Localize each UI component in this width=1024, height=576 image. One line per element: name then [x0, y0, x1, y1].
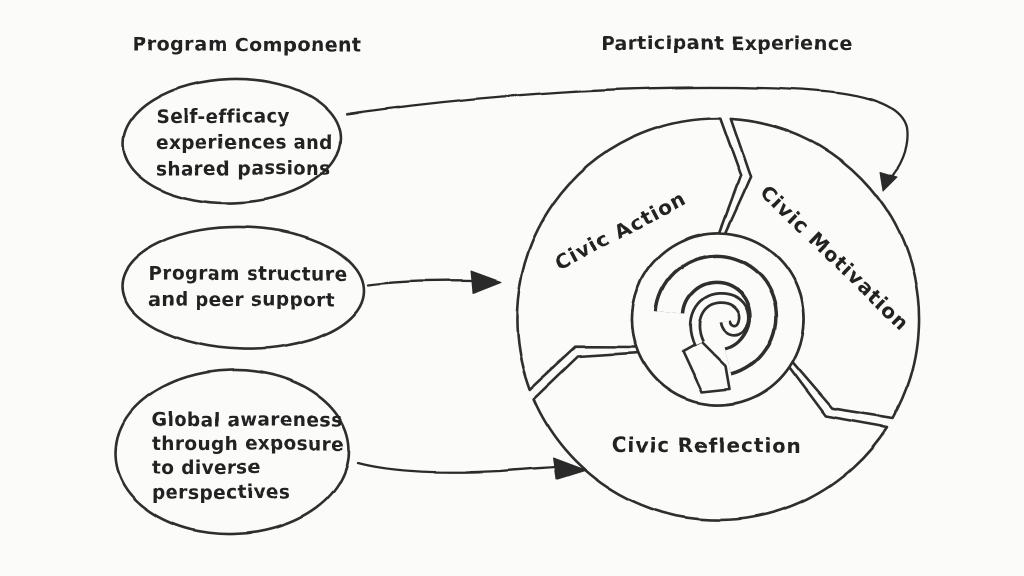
- bubble-self-efficacy-label: Self-efficacy experiences and shared pas…: [156, 107, 333, 180]
- svg-text:experiences and: experiences and: [156, 133, 333, 154]
- svg-text:Program structure: Program structure: [148, 264, 348, 285]
- arrow-self-efficacy-to-motivation: [345, 86, 909, 192]
- svg-text:and peer support: and peer support: [148, 290, 335, 311]
- bubble-global-awareness-label: Global awareness through exposure to div…: [152, 410, 345, 504]
- bubble-self-efficacy: [121, 77, 343, 205]
- svg-text:perspectives: perspectives: [152, 483, 290, 504]
- bubble-program-structure-label: Program structure and peer support: [148, 264, 348, 311]
- segment-label-civic-reflection: Civic Reflection: [612, 433, 803, 457]
- svg-text:Global awareness: Global awareness: [152, 410, 343, 431]
- svg-text:Self-efficacy: Self-efficacy: [156, 107, 290, 128]
- right-column-header: Participant Experience: [601, 33, 853, 55]
- arrow-global-awareness-to-reflection: [356, 457, 586, 480]
- bubble-global-awareness: [113, 368, 351, 536]
- arrow-program-structure-to-cycle: [366, 270, 502, 294]
- left-column-header: Program Component: [133, 34, 361, 56]
- cycle-arrow-icon: [654, 254, 779, 394]
- svg-text:through exposure: through exposure: [152, 434, 345, 455]
- cycle-arrow-head: [681, 339, 732, 394]
- svg-text:to diverse: to diverse: [152, 458, 261, 479]
- bubble-program-structure: [120, 225, 366, 351]
- svg-text:shared passions: shared passions: [156, 159, 331, 180]
